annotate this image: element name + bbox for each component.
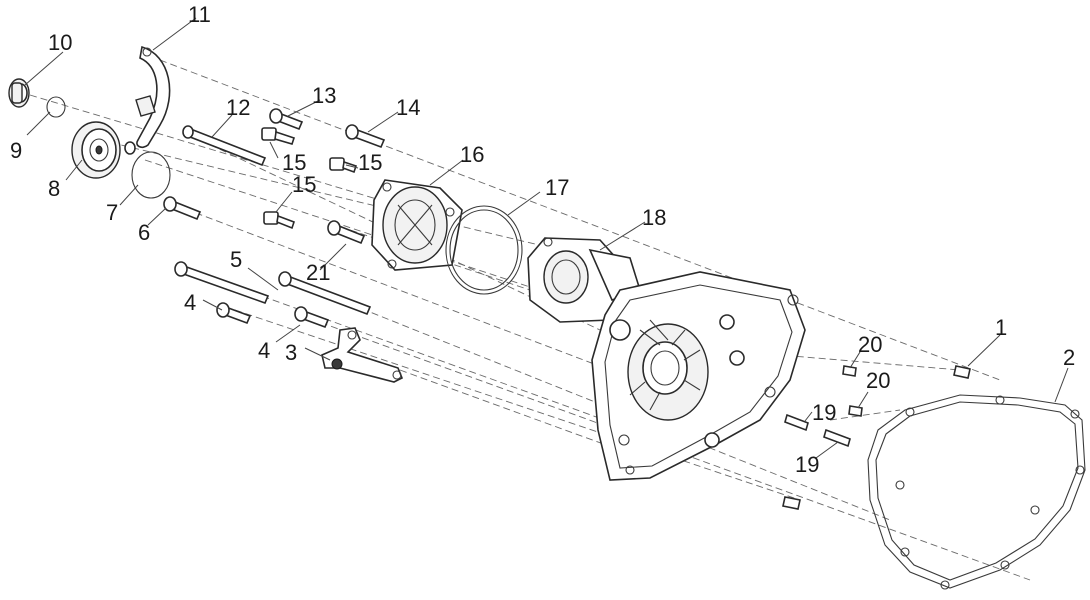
part-17-large-oring [445, 205, 523, 295]
callout-15: 15 [358, 150, 382, 175]
callout-16: 16 [460, 142, 484, 167]
callout-21: 21 [306, 260, 330, 285]
callout-5: 5 [230, 247, 242, 272]
callout-20: 20 [866, 368, 890, 393]
callout-8: 8 [48, 176, 60, 201]
callout-19: 19 [795, 452, 819, 477]
callout-18: 18 [642, 205, 666, 230]
callout-11: 11 [188, 2, 211, 27]
crankcase-cover [591, 271, 806, 481]
callout-15: 15 [292, 172, 316, 197]
bolts-group [163, 108, 386, 329]
callout-15: 15 [282, 150, 306, 175]
part-10-cap [8, 78, 30, 108]
callout-17: 17 [545, 175, 569, 200]
callout-2: 2 [1063, 345, 1075, 370]
callout-6: 6 [138, 220, 150, 245]
callout-7: 7 [106, 200, 118, 225]
callout-1: 1 [995, 315, 1007, 340]
callout-20: 20 [858, 332, 882, 357]
callout-9: 9 [10, 138, 22, 163]
callout-14: 14 [396, 95, 420, 120]
leader-lines [24, 17, 1069, 459]
callout-19: 19 [812, 400, 836, 425]
callout-10: 10 [48, 30, 72, 55]
pins-group [782, 365, 971, 510]
callout-4: 4 [258, 338, 270, 363]
callout-4: 4 [184, 290, 196, 315]
callout-labels: 1 2 3 4 4 5 6 7 8 9 10 11 12 13 14 15 15… [10, 2, 1075, 477]
part-7-oring [131, 151, 171, 199]
part-11-bracket [135, 45, 171, 148]
part-16-pump-cover [371, 179, 463, 271]
callout-3: 3 [285, 340, 297, 365]
part-8-impeller [71, 121, 136, 179]
assembly-axes [29, 59, 1031, 581]
part-9-oring [46, 96, 66, 118]
part-2-gasket [867, 394, 1086, 590]
part-3-lever [321, 327, 404, 383]
callout-13: 13 [312, 83, 336, 108]
callout-12: 12 [226, 95, 250, 120]
